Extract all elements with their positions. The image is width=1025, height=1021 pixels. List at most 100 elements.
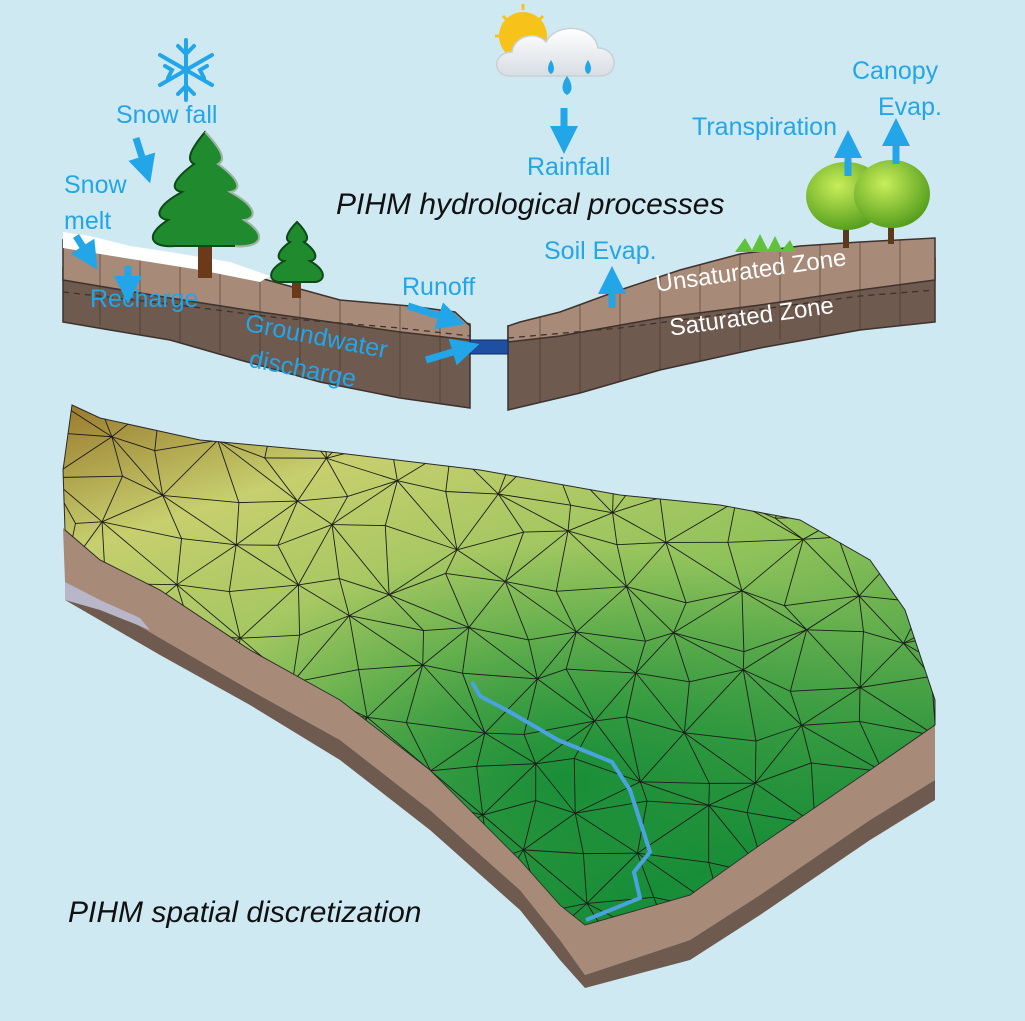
mesh-edge bbox=[217, 405, 279, 441]
mesh-edge bbox=[796, 405, 802, 455]
mesh-edge bbox=[964, 612, 965, 631]
mesh-edge bbox=[959, 543, 965, 612]
mesh-edge bbox=[708, 782, 756, 806]
mesh-edge bbox=[567, 530, 618, 546]
mesh-edge bbox=[523, 849, 584, 855]
mesh-edge bbox=[523, 678, 538, 735]
mesh-edge bbox=[498, 493, 569, 532]
mesh-edge bbox=[441, 891, 492, 900]
label-rainfall: Rainfall bbox=[527, 153, 611, 181]
mesh-edge bbox=[364, 843, 431, 866]
mesh-edge bbox=[713, 960, 762, 962]
mesh-edge bbox=[262, 837, 277, 900]
mesh-edge bbox=[326, 457, 398, 482]
mesh-edge bbox=[758, 914, 763, 925]
mesh-edge bbox=[909, 540, 925, 603]
mesh-edge bbox=[101, 495, 163, 523]
mesh-edge bbox=[741, 590, 807, 631]
mesh-edge bbox=[594, 720, 641, 783]
mesh-edge bbox=[504, 531, 525, 582]
mesh-edge bbox=[331, 524, 386, 527]
mesh-edge bbox=[657, 424, 685, 455]
mesh-edge bbox=[683, 411, 713, 426]
mesh-edge bbox=[253, 794, 311, 802]
mesh-edge bbox=[121, 699, 203, 719]
mesh-edge bbox=[217, 440, 240, 503]
mesh-edge bbox=[967, 775, 998, 838]
mesh-edge bbox=[253, 762, 310, 796]
mesh-edge bbox=[101, 804, 154, 853]
mesh-edge bbox=[75, 521, 103, 524]
mesh-edge bbox=[712, 405, 797, 412]
groundwater-arrow bbox=[424, 338, 480, 366]
mesh-edge bbox=[567, 505, 572, 532]
mesh-edge bbox=[358, 808, 365, 866]
mesh-edge bbox=[366, 664, 424, 718]
mesh-edge bbox=[176, 584, 241, 639]
mesh-edge bbox=[863, 855, 935, 907]
mesh-edge bbox=[63, 436, 113, 479]
mesh-edge bbox=[121, 717, 211, 762]
mesh-edge bbox=[204, 405, 279, 411]
mesh-edge bbox=[523, 849, 588, 904]
mesh-edge bbox=[903, 642, 935, 682]
mesh-edge bbox=[574, 813, 584, 854]
mesh-edge bbox=[80, 851, 103, 888]
mesh-edge bbox=[683, 681, 690, 733]
mesh-edge bbox=[390, 405, 394, 442]
mesh-edge bbox=[298, 578, 340, 586]
mesh-edge bbox=[185, 842, 206, 894]
mesh-edge bbox=[537, 631, 577, 680]
snowflake-icon bbox=[158, 38, 214, 102]
mesh-edge bbox=[308, 762, 311, 801]
mesh-edge bbox=[547, 443, 615, 447]
mesh-edge bbox=[422, 627, 470, 666]
mesh-edge bbox=[625, 716, 641, 782]
mesh-edge bbox=[176, 544, 237, 586]
mesh-edge bbox=[645, 632, 674, 642]
mesh-edge bbox=[904, 506, 935, 518]
mesh-edge bbox=[683, 669, 744, 734]
label-soil-evap: Soil Evap. bbox=[544, 237, 657, 265]
mesh-edge bbox=[762, 957, 832, 961]
mesh-edge bbox=[635, 632, 674, 674]
mesh-edge bbox=[331, 480, 398, 525]
mesh-edge bbox=[229, 584, 299, 592]
mesh-edge bbox=[838, 536, 910, 542]
mesh-edge bbox=[385, 525, 458, 551]
mesh-edge bbox=[673, 632, 744, 671]
mesh-edge bbox=[186, 836, 263, 844]
mesh-edge bbox=[576, 586, 627, 633]
mesh-edge bbox=[277, 500, 298, 546]
mesh-edge bbox=[936, 681, 971, 736]
mesh-edge bbox=[313, 847, 320, 903]
mesh-edge bbox=[843, 516, 911, 542]
mesh-edge bbox=[523, 530, 569, 533]
mesh-edge bbox=[639, 781, 648, 802]
mesh-edge bbox=[640, 732, 685, 783]
mesh-edge bbox=[523, 812, 576, 851]
mesh-edge bbox=[565, 668, 595, 722]
mesh-edge bbox=[114, 662, 176, 673]
mesh-edge bbox=[125, 760, 211, 763]
mesh-edge bbox=[476, 763, 536, 767]
mesh-edge bbox=[430, 770, 483, 816]
mesh-edge bbox=[217, 439, 265, 459]
title-processes: PIHM hydrological processes bbox=[336, 188, 725, 221]
mesh-edge bbox=[742, 669, 802, 726]
mesh-edge bbox=[331, 496, 349, 525]
mesh-edge bbox=[406, 722, 485, 734]
mesh-edge bbox=[936, 736, 988, 740]
mesh-edge bbox=[933, 863, 935, 907]
mesh-edge bbox=[154, 450, 164, 496]
mesh-edge bbox=[880, 956, 928, 960]
mesh-edge bbox=[917, 808, 923, 863]
mesh-edge bbox=[859, 721, 884, 772]
mesh-edge bbox=[859, 631, 864, 688]
mesh-edge bbox=[594, 672, 637, 722]
mesh-edge bbox=[319, 847, 375, 891]
mesh-edge bbox=[547, 408, 559, 446]
mesh-edge bbox=[806, 629, 864, 633]
mesh-edge bbox=[468, 581, 506, 628]
mesh-edge bbox=[101, 851, 145, 901]
